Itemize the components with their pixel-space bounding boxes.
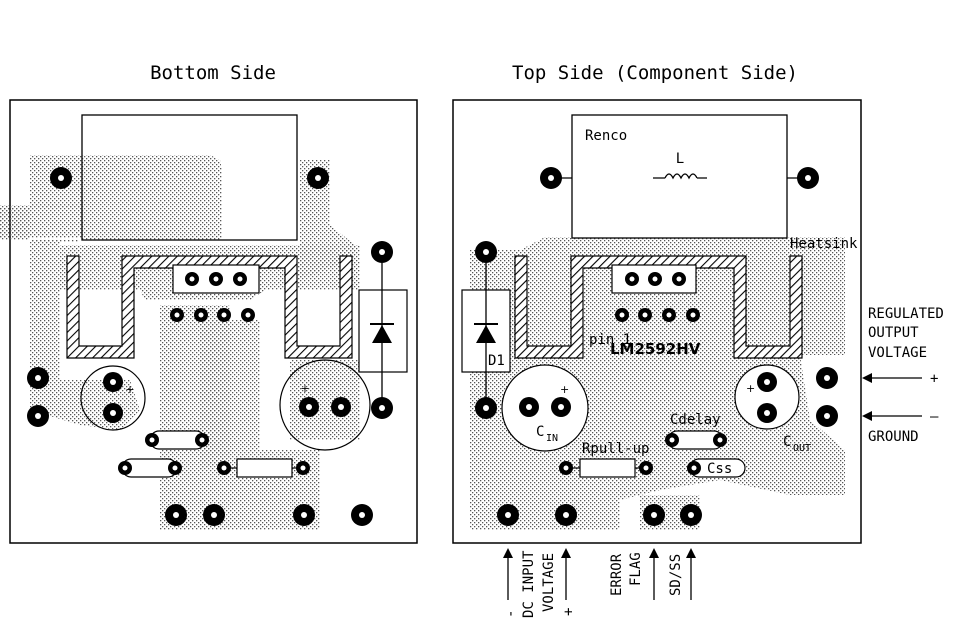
error-label: ERROR [609, 553, 625, 596]
dc-minus-label: - [503, 610, 519, 618]
ic-label: LM2592HV [610, 340, 701, 358]
cout-subscript: OUT [793, 443, 811, 454]
top-diode-symbol [476, 325, 496, 343]
output-plus-arrow-icon [862, 373, 872, 383]
bottom-cout-outline [279, 359, 371, 451]
top-heatsink-outline [514, 255, 803, 359]
dc-plus-arrow-icon [561, 548, 571, 558]
error-flag-arrow-icon [649, 548, 659, 558]
dc-voltage-label: VOLTAGE [541, 553, 557, 612]
sdss-label: SD/SS [668, 554, 684, 596]
top-side-board: Renco L Heatsink LM2592HV pin 1 D1 + C I… [452, 99, 862, 544]
sdss-arrow-icon [686, 548, 696, 558]
output-minus-label: – [930, 409, 939, 425]
bottom-inductor-outline [81, 114, 298, 241]
dc-input-label: DC INPUT [521, 550, 537, 618]
regulated-label-line2: OUTPUT [868, 325, 919, 341]
inductor-coil-symbol [653, 173, 707, 180]
top-cin-outline [501, 364, 589, 452]
cout-plus-mark: + [746, 382, 755, 395]
cin-subscript: IN [546, 433, 558, 444]
output-plus-label: + [930, 371, 938, 387]
bottom-side-title: Bottom Side [150, 62, 276, 84]
regulated-label-line1: REGULATED [868, 306, 944, 322]
top-cout-outline [734, 364, 800, 430]
output-minus-arrow-icon [862, 411, 872, 421]
cout-label: C [783, 434, 791, 450]
pin1-label: pin 1 [589, 332, 631, 348]
rpullup-label: Rpull-up [582, 441, 649, 457]
bottom-diode-symbol [372, 325, 392, 343]
cin-label: C [536, 424, 544, 440]
css-label: Css [707, 461, 732, 477]
bottom-heatsink-outline [66, 255, 353, 359]
inductor-label: L [676, 151, 684, 167]
heatsink-label: Heatsink [790, 236, 858, 252]
svg-text:+: + [125, 383, 134, 396]
bottom-cin-outline [80, 365, 146, 431]
dc-minus-arrow-icon [503, 548, 513, 558]
ground-label: GROUND [868, 429, 919, 445]
bottom-rpullup-outline [236, 458, 293, 478]
cdelay-label: Cdelay [670, 412, 721, 428]
regulated-label-line3: VOLTAGE [868, 345, 927, 361]
flag-label: FLAG [628, 552, 644, 586]
top-side-title: Top Side (Component Side) [512, 62, 798, 84]
top-rpullup-outline [579, 458, 636, 478]
renco-label: Renco [585, 128, 627, 144]
cin-plus-mark: + [560, 383, 569, 396]
svg-text:+: + [300, 382, 309, 395]
dc-plus-label: + [561, 608, 577, 616]
input-labels: - DC INPUT VOLTAGE + ERROR FLAG SD/SS [503, 548, 696, 618]
bottom-side-board: + + [0, 99, 418, 544]
diode-label: D1 [488, 353, 505, 369]
output-labels: REGULATED OUTPUT VOLTAGE + – GROUND [862, 306, 944, 445]
